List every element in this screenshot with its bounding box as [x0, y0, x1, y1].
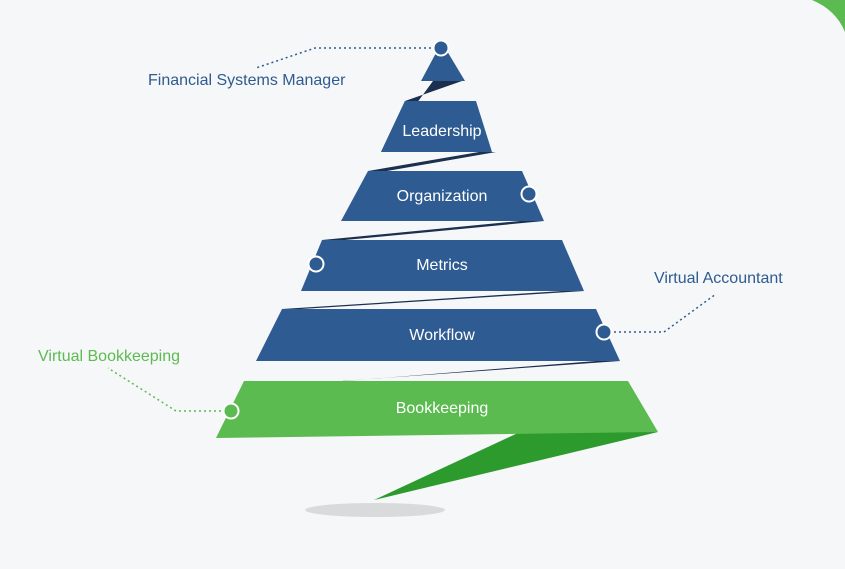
- corner-accent: [812, 0, 845, 32]
- tier-label-bookkeeping: Bookkeeping: [396, 400, 489, 417]
- callout-financial-systems-manager: Financial Systems Manager: [148, 72, 346, 89]
- leader-line-financial: [255, 47, 441, 69]
- marker-dot-organization: [520, 185, 538, 203]
- ribbon-fold-2: [368, 152, 496, 171]
- marker-dot-bookkeeping: [222, 402, 240, 420]
- ground-shadow: [305, 503, 445, 517]
- callout-virtual-bookkeeping: Virtual Bookkeeping: [38, 348, 180, 365]
- callout-virtual-accountant: Virtual Accountant: [654, 270, 783, 287]
- ribbon-fold-4: [282, 291, 584, 309]
- tier-label-metrics: Metrics: [416, 257, 468, 274]
- tier-label-organization: Organization: [397, 188, 488, 205]
- tier-label-leadership: Leadership: [402, 123, 481, 140]
- leader-line-accountant: [604, 293, 717, 333]
- tier-top: [421, 51, 465, 81]
- ribbon-fold-3: [322, 221, 544, 240]
- tier-label-workflow: Workflow: [409, 327, 475, 344]
- marker-dot-workflow: [595, 323, 613, 341]
- tier-metrics: [301, 240, 584, 291]
- tier-leadership: [381, 101, 492, 152]
- marker-dot-metrics: [307, 255, 325, 273]
- tier-workflow: [256, 309, 620, 361]
- leader-line-bookkeeping: [107, 367, 231, 412]
- tier-bookkeeping: [216, 381, 658, 438]
- marker-dot-top: [432, 39, 450, 57]
- tier-organization: [341, 171, 544, 221]
- ribbon-fold-green: [374, 432, 658, 500]
